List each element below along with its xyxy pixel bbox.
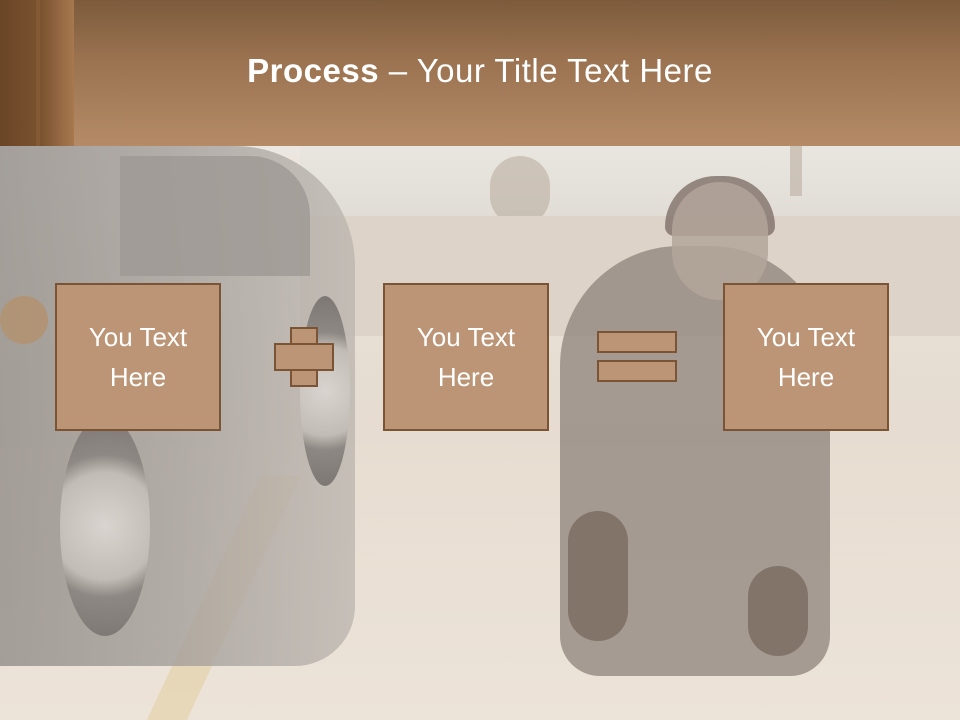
- plus-icon-center: [292, 345, 316, 369]
- title-band-accent-line: [36, 0, 40, 146]
- person-shoe-left: [568, 511, 628, 641]
- background-photo: [0, 146, 960, 720]
- process-box-1-text: You Text Here: [88, 322, 188, 392]
- background-sky: [300, 146, 960, 216]
- car-front-wheel: [60, 416, 150, 636]
- person-face: [672, 182, 768, 300]
- process-box-3[interactable]: You Text Here: [723, 283, 889, 431]
- car-window: [120, 156, 310, 276]
- slide-title: Process – Your Title Text Here: [0, 52, 960, 90]
- process-box-2[interactable]: You Text Here: [383, 283, 549, 431]
- slide-title-rest: – Your Title Text Here: [379, 52, 713, 89]
- equals-icon-bottom-bar: [597, 360, 677, 382]
- process-box-2-text: You Text Here: [416, 322, 516, 392]
- slide-title-bold: Process: [247, 52, 380, 89]
- process-box-3-text: You Text Here: [756, 322, 856, 392]
- process-box-1[interactable]: You Text Here: [55, 283, 221, 431]
- equals-icon-top-bar: [597, 331, 677, 353]
- person-shoe-right: [748, 566, 808, 656]
- background-tree: [490, 156, 550, 226]
- background-tree-trunk: [790, 146, 802, 196]
- car-headlight: [0, 296, 48, 344]
- title-band: Process – Your Title Text Here: [0, 0, 960, 146]
- car-rear-wheel: [300, 296, 350, 486]
